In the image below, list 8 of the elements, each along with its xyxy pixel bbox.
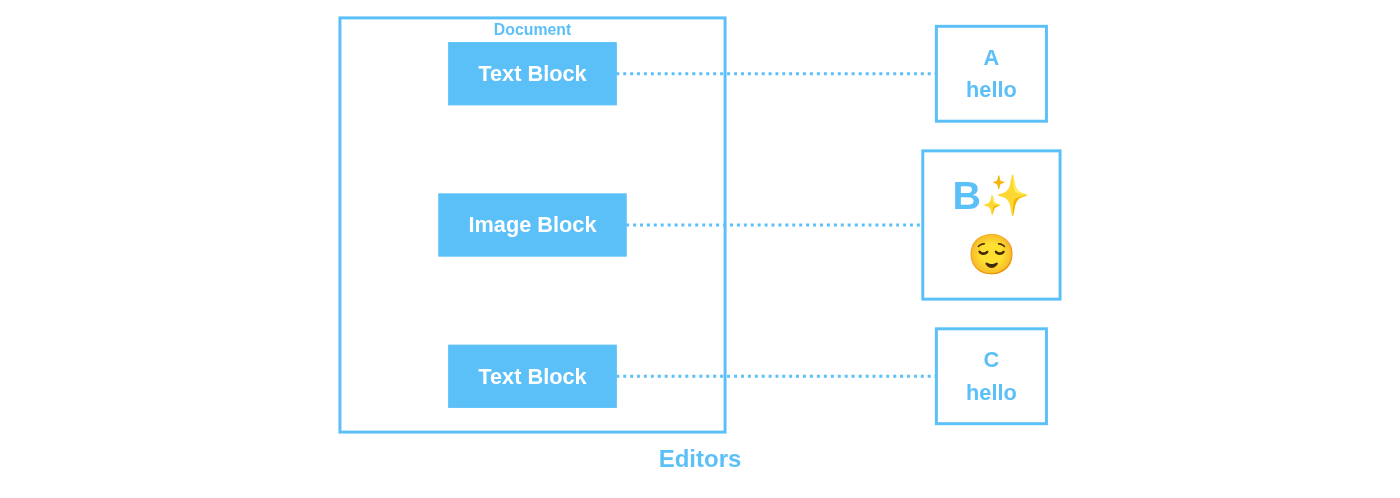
connector xyxy=(626,223,923,227)
node-box: Text Block xyxy=(448,42,617,106)
node-box: Image Block xyxy=(438,193,627,257)
group-caption: Editors xyxy=(658,445,742,472)
node-box: Text Block xyxy=(448,344,617,408)
node-box: A hello xyxy=(934,24,1048,123)
node-box: B✨ 😌 xyxy=(921,149,1062,301)
node-box: C hello xyxy=(934,327,1048,426)
